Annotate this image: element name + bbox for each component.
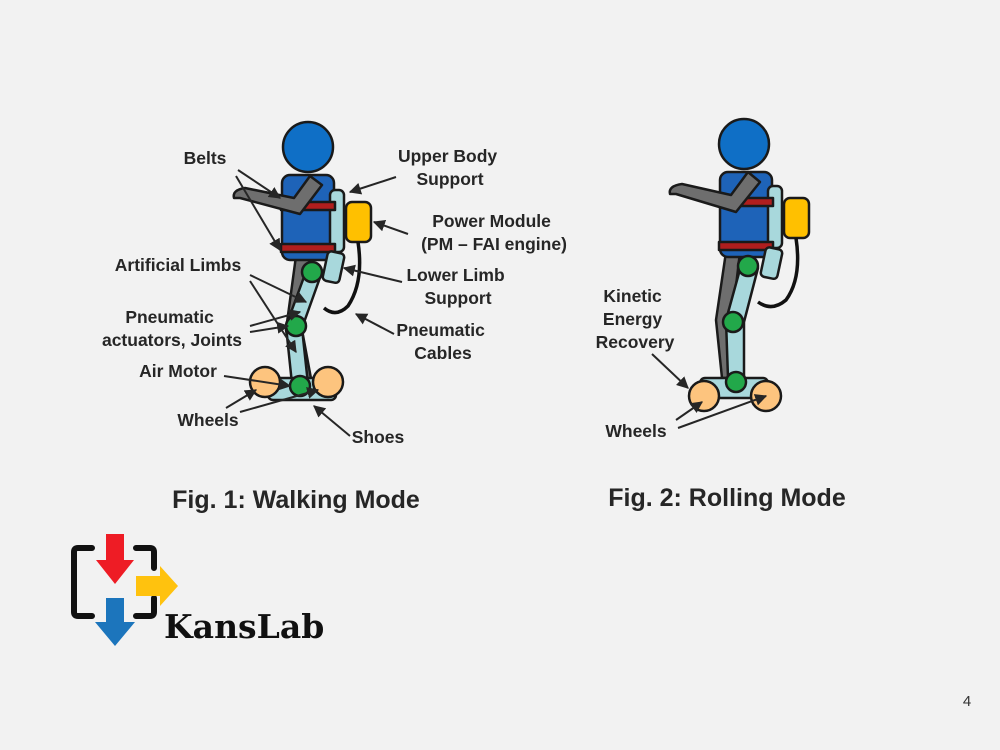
logo-text: KansLab <box>164 607 324 646</box>
kanslab-logo: KansLab <box>71 534 324 646</box>
label-pneumatic-cables-line1: Pneumatic <box>396 320 485 340</box>
head <box>281 120 335 174</box>
label-power-module: Power Module (PM – FAI engine) <box>421 211 567 254</box>
logo-bracket-left <box>71 545 95 619</box>
wheel-front <box>311 365 345 399</box>
upper-body-support <box>766 184 784 250</box>
logo-red-arrow <box>96 534 134 584</box>
pneumatic-cable <box>756 237 800 309</box>
label-power-module-line2: (PM – FAI engine) <box>421 234 567 254</box>
joint-hip <box>736 254 760 278</box>
belt-lower <box>717 240 775 252</box>
pneumatic-cable <box>322 241 362 315</box>
label-ker-line1: Kinetic <box>603 286 662 306</box>
label-upper-body-support: Upper Body Support <box>398 146 502 189</box>
page-number: 4 <box>963 693 971 710</box>
label-air-motor: Air Motor <box>139 361 217 381</box>
label-pneumatic-actuators: Pneumatic actuators, Joints <box>102 307 242 350</box>
power-module <box>344 200 373 244</box>
logo-bracket-right <box>133 545 157 619</box>
lower-limb-support <box>321 250 346 285</box>
label-shoes: Shoes <box>352 427 405 447</box>
upper-body-support <box>328 188 346 254</box>
rolling-mode-labels: Kinetic Energy Recovery Wheels <box>596 286 768 441</box>
joint-knee <box>284 314 308 338</box>
label-pneumatic-cables-line2: Cables <box>414 343 472 363</box>
label-ker-line3: Recovery <box>596 332 675 352</box>
label-upper-body-support-line1: Upper Body <box>398 146 497 166</box>
label-pneumatic-cables: Pneumatic Cables <box>396 320 489 363</box>
walking-mode-labels: Belts Upper Body Support Power Module (P… <box>102 146 567 447</box>
walking-mode-figure <box>232 120 373 402</box>
label-lower-limb-support: Lower Limb Support <box>406 265 509 308</box>
label-power-module-line1: Power Module <box>432 211 551 231</box>
rolling-mode-figure <box>668 117 811 413</box>
label-artificial-limbs: Artificial Limbs <box>115 255 242 275</box>
label-pneumatic-actuators-line1: Pneumatic <box>125 307 214 327</box>
arm <box>668 170 762 214</box>
logo-yellow-arrow <box>136 566 178 606</box>
logo-blue-arrow <box>95 598 135 646</box>
label-belts: Belts <box>184 148 227 168</box>
joint-knee <box>721 310 745 334</box>
label-wheels-fig1: Wheels <box>177 410 239 430</box>
label-lower-limb-support-line1: Lower Limb <box>406 265 504 285</box>
label-lower-limb-support-line2: Support <box>424 288 491 308</box>
label-ker-line2: Energy <box>603 309 663 329</box>
lower-limb-support <box>759 246 784 281</box>
label-pneumatic-actuators-line2: actuators, Joints <box>102 330 242 350</box>
caption-rolling-mode: Fig. 2: Rolling Mode <box>608 484 846 512</box>
joint-hip <box>300 260 324 284</box>
label-upper-body-support-line2: Support <box>416 169 483 189</box>
joint-ankle <box>724 370 748 394</box>
wheel-back <box>687 379 721 413</box>
label-wheels-fig2: Wheels <box>605 421 667 441</box>
label-kinetic-energy-recovery: Kinetic Energy Recovery <box>596 286 675 352</box>
head <box>717 117 771 171</box>
caption-walking-mode: Fig. 1: Walking Mode <box>172 486 420 514</box>
power-module <box>782 196 811 240</box>
belt-lower <box>279 242 337 254</box>
